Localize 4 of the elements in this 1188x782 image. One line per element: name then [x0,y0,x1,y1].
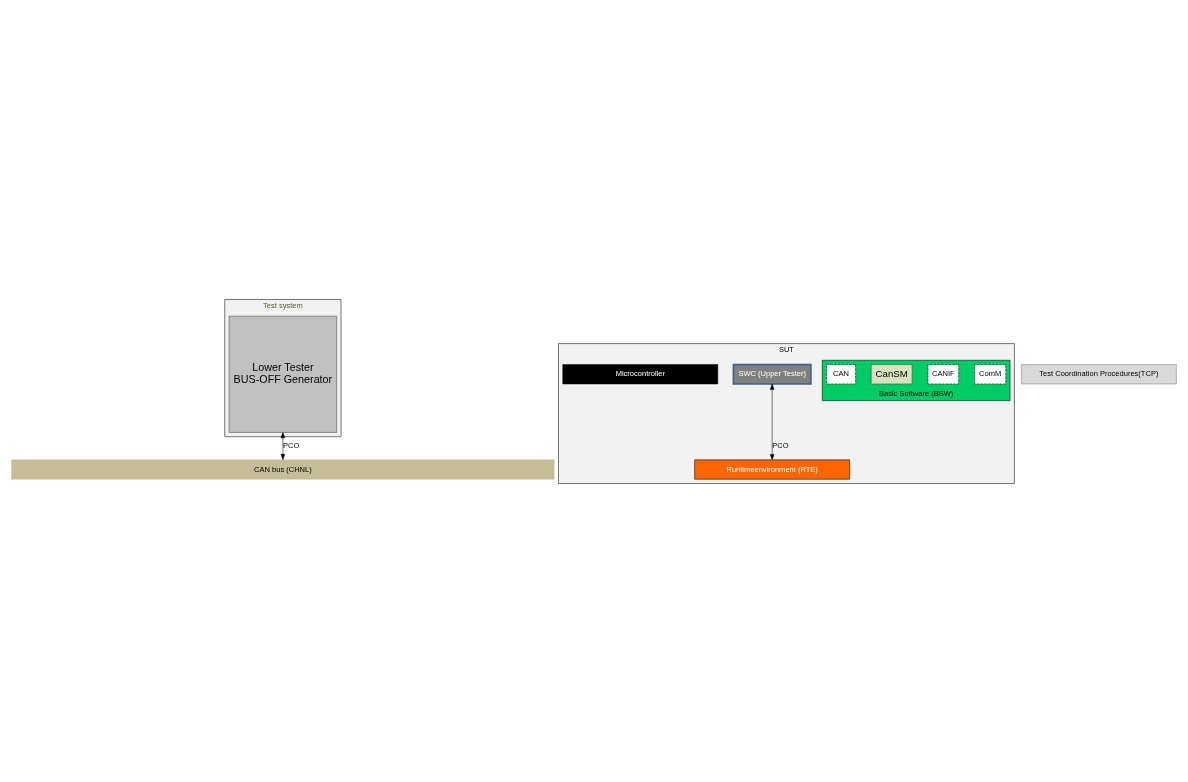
node-box: CanSM [870,363,913,384]
arrow [770,383,775,460]
arrow [280,431,286,460]
node-box: Lower Tester BUS-OFF Generator [228,315,337,433]
